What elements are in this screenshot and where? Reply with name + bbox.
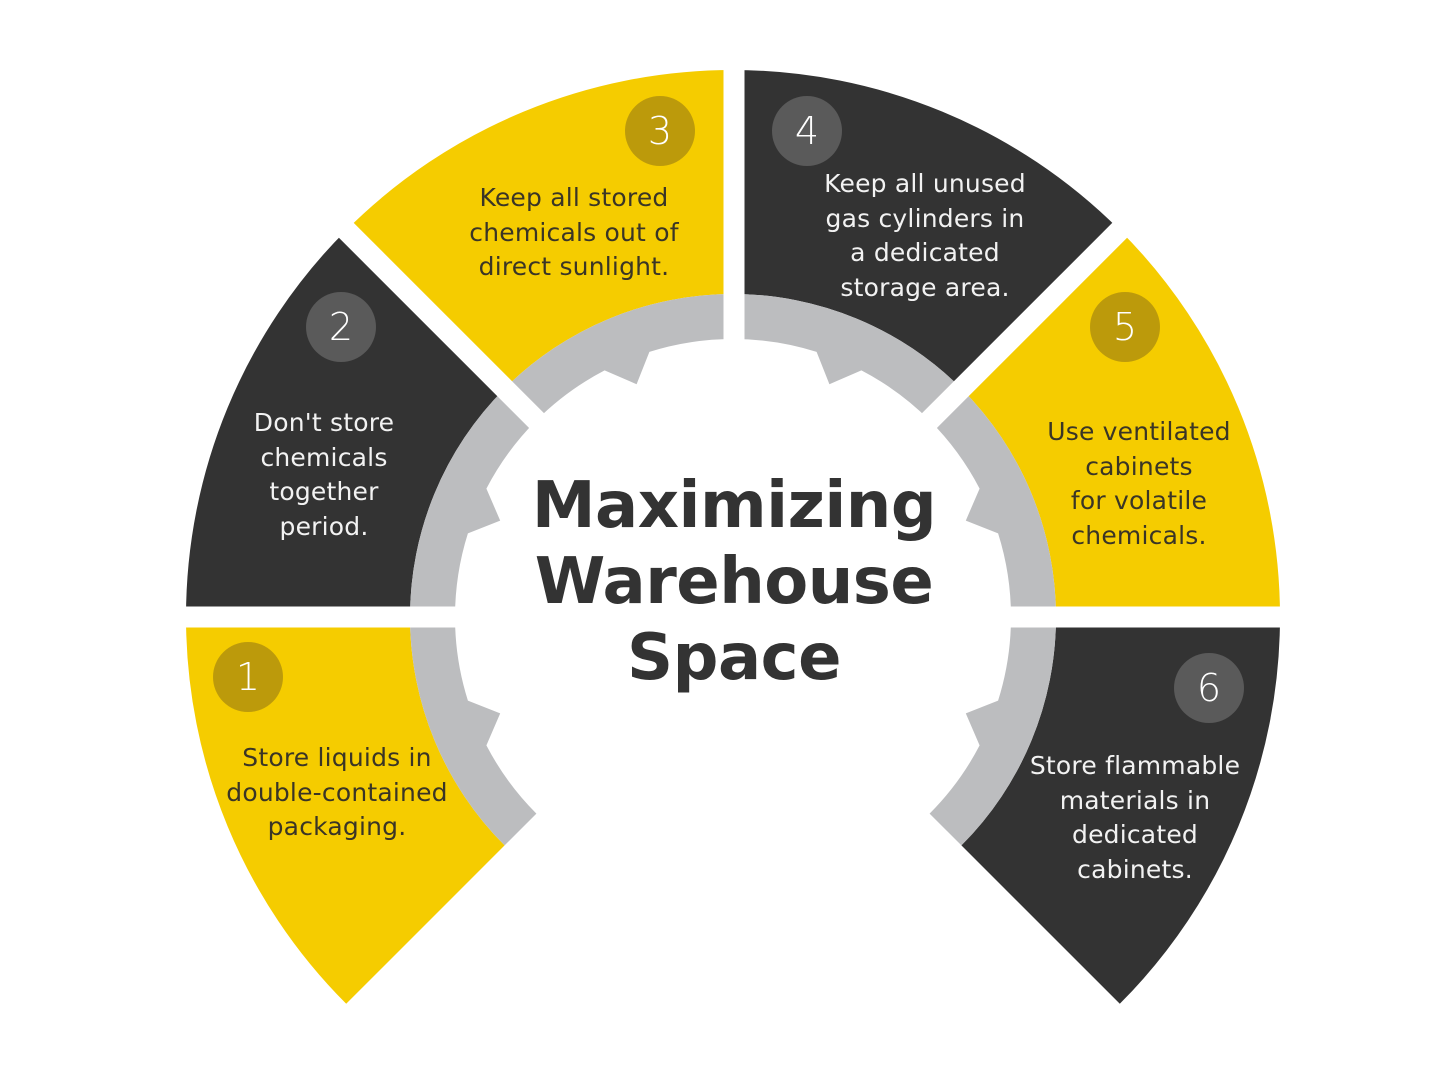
step-badge-6: 6 [1174, 653, 1244, 723]
segment-1-line: double-contained [226, 777, 448, 807]
segment-1-sector [186, 617, 505, 1004]
step-badge-3: 3 [625, 96, 695, 166]
gear-ring-piece-4 [733, 294, 962, 421]
segment-gaps [150, 40, 1320, 628]
segment-2-line: chemicals [260, 442, 388, 472]
segment-2-line: period. [279, 511, 369, 541]
segment-5-line: for volatile [1070, 486, 1208, 516]
diagram-title: Maximizing Warehouse Space [484, 468, 984, 696]
segment-2-sector [186, 230, 505, 617]
segment-4-text: Keep all unused gas cylinders in a dedic… [775, 167, 1075, 305]
step-badge-4: 4 [772, 96, 842, 166]
segment-1-line: packaging. [267, 812, 407, 842]
segment-3-text: Keep all stored chemicals out of direct … [424, 181, 724, 285]
segment-3-line: direct sunlight. [478, 252, 670, 282]
step-badge-5: 5 [1090, 292, 1160, 362]
segment-6-text: Store flammable materials in dedicated c… [985, 749, 1285, 887]
segment-2-line: Don't store [253, 408, 395, 437]
gear-ring-piece-2 [410, 388, 537, 617]
title-line: Maximizing [531, 469, 937, 543]
gap-upper-right [725, 176, 1174, 625]
segment-6-line: cabinets. [1077, 854, 1193, 884]
segment-5-line: Use ventilated [1047, 417, 1231, 446]
segment-5-line: chemicals. [1071, 520, 1207, 550]
segment-3-line: chemicals out of [469, 217, 679, 247]
step-badge-1: 1 [213, 642, 283, 712]
segment-4-line: a dedicated [850, 238, 1000, 268]
gear-ring-piece-5 [929, 388, 1056, 617]
segment-6-line: dedicated [1072, 820, 1198, 850]
segment-5-line: cabinets [1085, 451, 1193, 481]
segment-2-text: Don't store chemicals together period. [174, 406, 474, 544]
segment-4-line: Keep all unused [824, 169, 1026, 198]
segment-4-line: storage area. [840, 272, 1010, 302]
segment-6-line: materials in [1059, 785, 1211, 815]
step-badge-2: 2 [306, 292, 376, 362]
segment-1-line: Store liquids in [242, 743, 432, 772]
gear-ring-piece-3 [504, 293, 733, 421]
gear-ring-piece-6 [929, 617, 1056, 846]
gear-ring-piece-1 [409, 617, 537, 846]
title-line: Warehouse [534, 545, 934, 619]
gear-ring [409, 293, 1056, 846]
segment-6-line: Store flammable [1029, 751, 1241, 780]
segment-1-text: Store liquids in double-contained packag… [187, 741, 487, 845]
title-line: Space [627, 621, 841, 695]
segment-5-text: Use ventilated cabinets for volatile che… [989, 415, 1289, 553]
segment-2-line: together [269, 477, 379, 507]
gap-upper-left [292, 176, 741, 625]
segment-3-line: Keep all stored [479, 183, 669, 212]
segment-5-sector [961, 230, 1280, 617]
segment-4-line: gas cylinders in [825, 203, 1025, 233]
